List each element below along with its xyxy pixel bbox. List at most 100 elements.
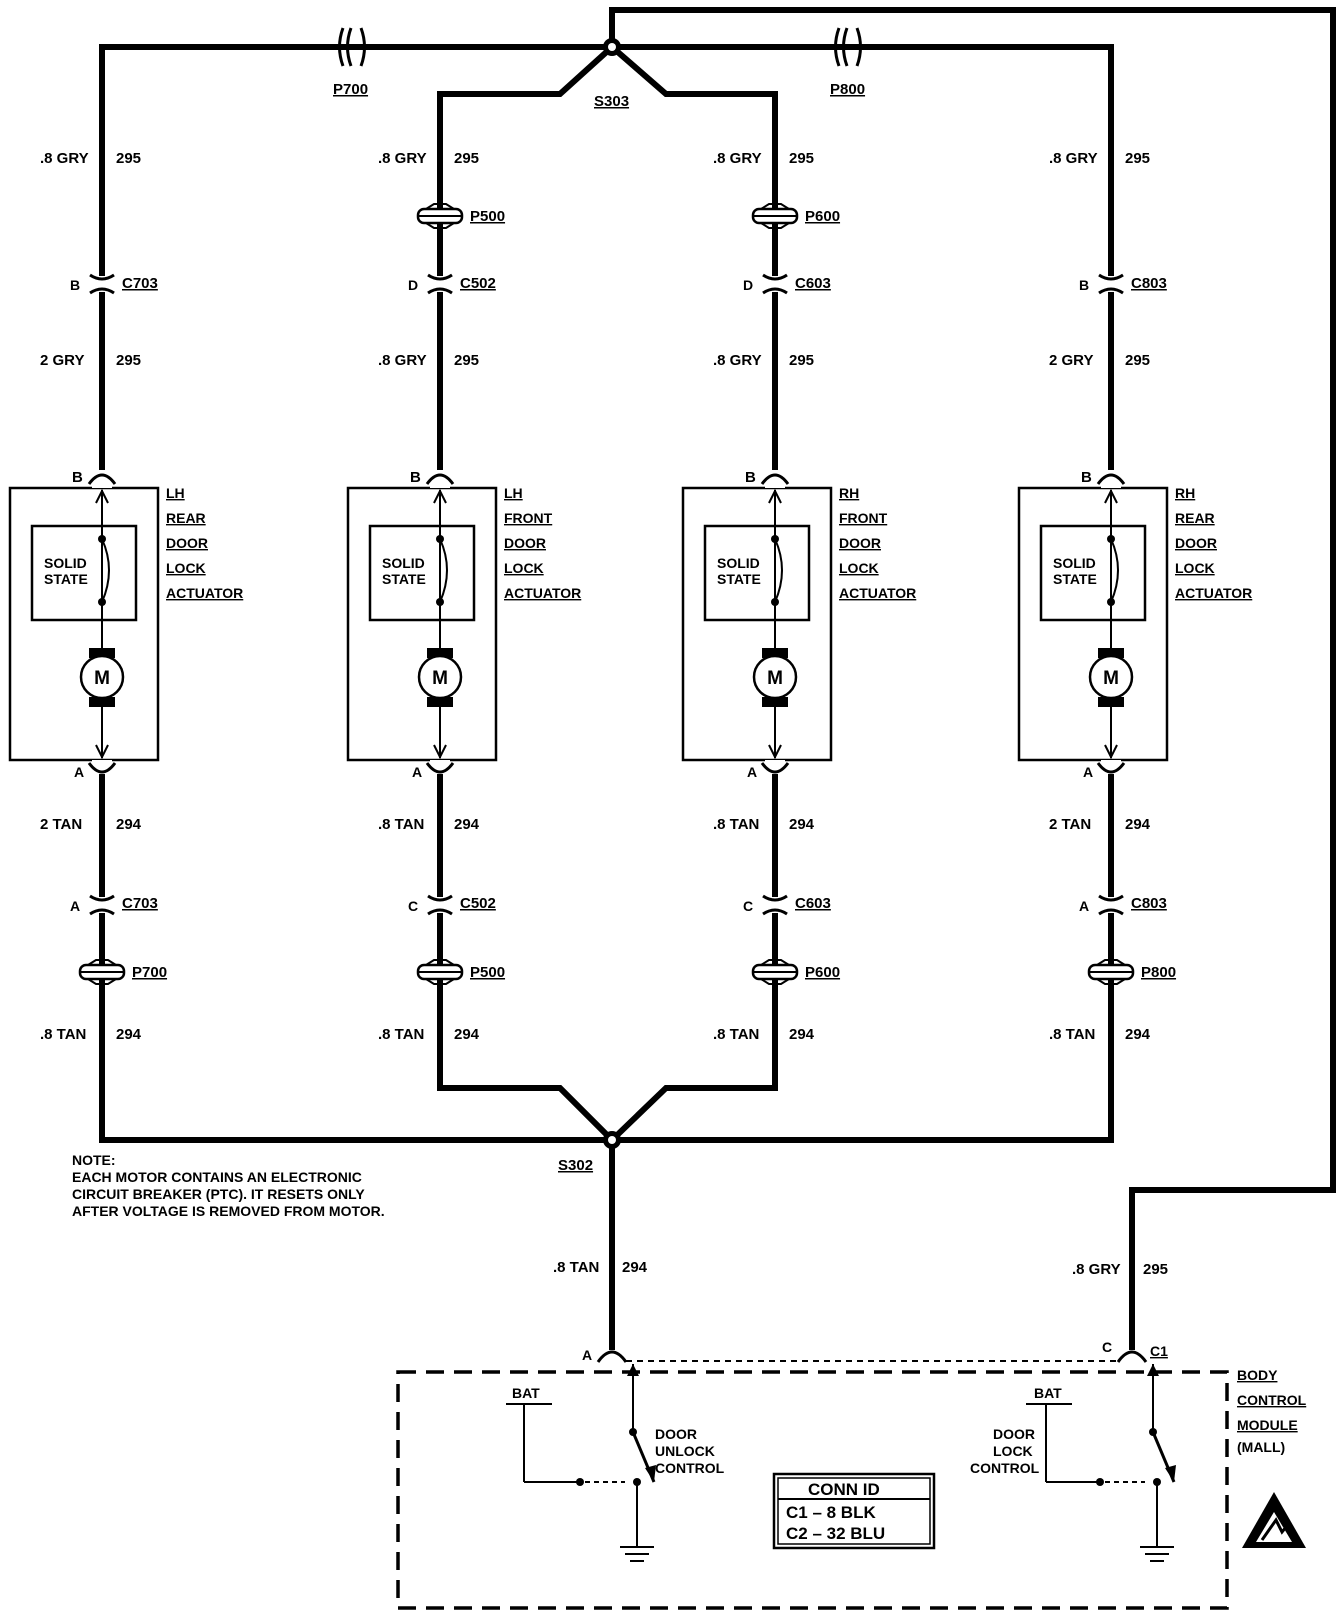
bcm-feed-right-circuit: 295 (1143, 1261, 1168, 1278)
actuator-label-line-1: RH (839, 485, 859, 501)
door-lock-switch-circuit: BAT DOOR LOCK CONTROL (970, 1364, 1176, 1562)
upper-wire-bottom-gauge: .8 GRY (713, 352, 762, 369)
actuator-box (681, 486, 833, 762)
upper-wire-bottom-circuit: 295 (1125, 352, 1150, 369)
lower-wire-bottom-gauge: .8 TAN (378, 1026, 424, 1043)
top-p700-label: P700 (333, 81, 368, 98)
upper-wire-bottom-circuit: 295 (789, 352, 814, 369)
upper-connector-pin: B (1079, 277, 1089, 293)
lower-inline-connector (427, 894, 453, 916)
actuator-label-line-2: REAR (1175, 510, 1215, 526)
bcm-pin-c: C C1 (1102, 1339, 1168, 1363)
actuator-label-line-4: LOCK (1175, 560, 1215, 576)
lower-connector-pin: C (408, 898, 418, 914)
actuator-box (1017, 486, 1169, 762)
bcm-pin-a: A (582, 1347, 628, 1363)
lower-wire-bottom-circuit: 294 (454, 1026, 480, 1043)
upper-wire-bottom-circuit: 295 (116, 352, 141, 369)
top-p800-label: P800 (830, 81, 865, 98)
wire-294-rh-front-branch (609, 760, 778, 1143)
actuator-label-line-4: LOCK (839, 560, 879, 576)
actuator-label-line-1: RH (1175, 485, 1195, 501)
door-unlock-switch-circuit: BAT DOOR UNLOCK CONTROL (506, 1364, 725, 1562)
wiring (99, 7, 1336, 1350)
top-passthrough-p800: P800 (830, 27, 865, 98)
solid-state-box (368, 524, 476, 622)
solid-state-label-2: STATE (717, 571, 761, 587)
actuator-label-line-4: LOCK (166, 560, 206, 576)
lock-line-2: LOCK (993, 1443, 1033, 1459)
upper-connector-pin: D (743, 277, 753, 293)
motor-brush-bottom (762, 697, 788, 707)
upper-connector-name: C603 (795, 275, 831, 292)
upper-inline-connector (89, 273, 115, 295)
solid-state-switch (1110, 538, 1119, 603)
upper-wire-bottom-circuit: 295 (454, 352, 479, 369)
pin-b-label: B (72, 469, 83, 486)
lower-wire-bottom-gauge: .8 TAN (713, 1026, 759, 1043)
motor-label: M (94, 668, 110, 689)
lower-connector-name: C502 (460, 895, 496, 912)
actuator-box (346, 486, 498, 762)
motor-brush-bottom (1098, 697, 1124, 707)
lower-passthrough (1087, 959, 1135, 985)
pin-a-terminal (425, 762, 455, 774)
unlock-line-1: DOOR (655, 1426, 697, 1442)
esd-warning-icon (1242, 1492, 1306, 1548)
actuator-label-line-3: DOOR (166, 535, 208, 551)
motor-icon (417, 654, 463, 700)
wire-295-lh-front-branch (437, 44, 615, 470)
lower-connector-name: C703 (122, 895, 158, 912)
upper-passthrough (751, 203, 799, 229)
lower-passthrough-label: P600 (805, 964, 840, 981)
upper-wire-bottom-gauge: 2 GRY (40, 352, 84, 369)
pin-b-terminal (87, 473, 117, 485)
actuator-label-line-2: FRONT (839, 510, 888, 526)
bcm-feed-left-gauge: .8 TAN (553, 1259, 599, 1276)
motor-brush-bottom (427, 697, 453, 707)
bcm-label-line-4: (MALL) (1237, 1439, 1285, 1455)
actuator-box (8, 486, 160, 762)
upper-connector-pin: D (408, 277, 418, 293)
actuator-label-line-5: ACTUATOR (504, 585, 581, 601)
motor-label: M (432, 668, 448, 689)
lower-connector-name: C803 (1131, 895, 1167, 912)
lower-passthrough-label: P500 (470, 964, 505, 981)
pin-b-label: B (745, 469, 756, 486)
lower-inline-connector (762, 894, 788, 916)
actuator-label-line-4: LOCK (504, 560, 544, 576)
lower-passthrough (416, 959, 464, 985)
lower-wire-bottom-circuit: 294 (789, 1026, 815, 1043)
pin-b-terminal (760, 473, 790, 485)
upper-wire-bottom-gauge: .8 GRY (378, 352, 427, 369)
motor-label: M (1103, 668, 1119, 689)
pin-a-terminal (87, 762, 117, 774)
upper-connector-name: C502 (460, 275, 496, 292)
lower-passthrough-label: P700 (132, 964, 167, 981)
note-line-4: AFTER VOLTAGE IS REMOVED FROM MOTOR. (72, 1203, 385, 1219)
conn-id-row-c1: C1 – 8 BLK (786, 1503, 876, 1522)
motor-label: M (767, 668, 783, 689)
wire-294-bottom-right (612, 760, 1114, 1143)
bcm-label: BODY CONTROL MODULE (MALL) (1237, 1367, 1307, 1455)
solid-state-box (30, 524, 138, 622)
actuator-label-line-3: DOOR (1175, 535, 1217, 551)
lower-connector-name: C603 (795, 895, 831, 912)
lower-connector-pin: C (743, 898, 753, 914)
wire-295-top-right (612, 44, 1114, 470)
bcm-feed-left-circuit: 294 (622, 1259, 648, 1276)
pin-b-label: B (410, 469, 421, 486)
actuator-label-line-3: DOOR (839, 535, 881, 551)
lower-wire-top-circuit: 294 (454, 816, 480, 833)
actuator-label-line-3: DOOR (504, 535, 546, 551)
solid-state-box (1039, 524, 1147, 622)
top-passthrough-p700: P700 (333, 27, 368, 98)
motor-brush-top (89, 648, 115, 658)
wire-294-lh-front-branch (437, 760, 615, 1143)
pin-a-label: A (747, 764, 757, 780)
